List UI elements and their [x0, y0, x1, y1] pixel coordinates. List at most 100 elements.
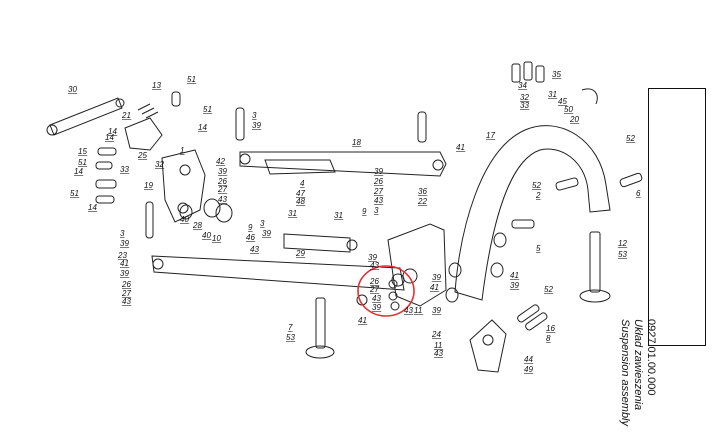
drawing-code: 0927.01.00.000 — [645, 319, 657, 396]
callout-41-87: 41 — [510, 271, 519, 280]
callout-27-57: 27 — [121, 289, 131, 298]
part-small-pins-left — [95, 147, 117, 204]
callout-3-30: 3 — [252, 111, 257, 120]
part-pins-right — [511, 172, 643, 229]
callout-3-23: 3 — [120, 229, 125, 238]
part-rocker-19 — [161, 149, 206, 223]
callout-35-74: 35 — [552, 70, 561, 79]
part-bracket-24 — [469, 319, 507, 373]
callout-43-58: 43 — [122, 297, 131, 306]
part-pins-top — [235, 107, 427, 143]
callout-1-16: 1 — [180, 146, 184, 155]
callout-29-47: 29 — [295, 249, 305, 258]
callout-24-94: 24 — [431, 330, 441, 339]
callout-15-7: 15 — [78, 147, 87, 156]
callout-39-31: 39 — [252, 121, 261, 130]
callout-31-45: 31 — [288, 209, 297, 218]
callout-33-10: 33 — [120, 165, 129, 174]
title-text: 0927.01.00.000 Układ zawieszenia Suspens… — [618, 319, 657, 426]
callout-43-96: 43 — [434, 349, 443, 358]
callout-39-37: 39 — [374, 167, 383, 176]
callout-51-17: 51 — [203, 105, 212, 114]
callout-3-43: 3 — [374, 206, 379, 215]
callout-14-12: 14 — [88, 203, 97, 212]
callout-52-82: 52 — [626, 134, 635, 143]
callout-40-19: 40 — [180, 215, 189, 224]
callout-18-32: 18 — [352, 138, 361, 147]
callout-43-29: 43 — [218, 195, 227, 204]
callout-11-95: 11 — [434, 341, 442, 350]
callout-39-70: 39 — [432, 306, 441, 315]
callout-25-13: 25 — [137, 151, 147, 160]
part-pins-16-8 — [517, 304, 548, 331]
callout-41-33: 41 — [456, 143, 465, 152]
callout-52-84: 52 — [532, 181, 541, 190]
callout-9-44: 9 — [362, 207, 367, 216]
part-post-7 — [305, 297, 335, 359]
highlight-circle — [357, 265, 415, 317]
part-bushes-39-right — [445, 232, 507, 303]
callout-52-91: 52 — [544, 285, 553, 294]
callout-26-56: 26 — [121, 280, 131, 289]
callout-27-28: 27 — [217, 185, 227, 194]
callout-51-3: 51 — [187, 75, 196, 84]
callout-14-6: 14 — [105, 133, 114, 142]
title-english: Suspension assembly — [619, 319, 631, 427]
callout-51-8: 51 — [78, 158, 87, 167]
callout-47-35: 47 — [296, 189, 305, 198]
callout-48-36: 48 — [296, 197, 305, 206]
part-outlines — [46, 61, 643, 373]
callout-39-67: 39 — [372, 303, 381, 312]
callout-53-90: 53 — [618, 250, 627, 259]
callout-8-93: 8 — [546, 334, 551, 343]
callout-36-41: 36 — [418, 187, 427, 196]
part-pin-left-lower — [145, 201, 154, 239]
callout-20-80: 20 — [569, 115, 579, 124]
callout-19-15: 19 — [144, 181, 153, 190]
title-polish: Układ zawieszenia — [632, 319, 644, 411]
callout-49-98: 49 — [524, 365, 533, 374]
callout-44-97: 44 — [524, 355, 533, 364]
callout-39-55: 39 — [120, 269, 129, 278]
callout-45-78: 45 — [558, 97, 567, 106]
callout-39-72: 39 — [432, 273, 441, 282]
part-post-12 — [579, 231, 611, 303]
callout-31-46: 31 — [334, 211, 343, 220]
title-block: 0927.01.00.000 Układ zawieszenia Suspens… — [619, 88, 706, 426]
callout-43-63: 43 — [370, 261, 379, 270]
callout-42-25: 42 — [216, 157, 225, 166]
part-bracket-21 — [124, 91, 181, 151]
callout-4-34: 4 — [300, 179, 305, 188]
callout-14-5: 14 — [108, 127, 117, 136]
callout-7-59: 7 — [288, 323, 293, 332]
callout-12-89: 12 — [618, 239, 627, 248]
callout-41-71: 41 — [430, 283, 439, 292]
callout-11-69: 11 — [414, 306, 422, 315]
callout-23-53: 23 — [117, 251, 127, 260]
callout-30-1: 30 — [68, 85, 77, 94]
callout-14-18: 14 — [198, 123, 207, 132]
callout-22-42: 22 — [417, 197, 427, 206]
callout-53-60: 53 — [286, 333, 295, 342]
callout-14-9: 14 — [74, 167, 83, 176]
callout-26-38: 26 — [373, 177, 383, 186]
callout-41-54: 41 — [120, 259, 129, 268]
callout-40-21: 40 — [202, 231, 211, 240]
callout-13-2: 13 — [152, 81, 161, 90]
part-frame-17 — [454, 125, 611, 301]
callout-39-52: 39 — [262, 229, 271, 238]
callout-43-50: 43 — [250, 245, 259, 254]
part-beam-18 — [239, 151, 447, 177]
callout-28-20: 28 — [192, 221, 202, 230]
callout-2-85: 2 — [535, 191, 541, 200]
callout-32-14: 32 — [155, 160, 164, 169]
callout-41-61: 41 — [358, 316, 367, 325]
callout-43-40: 43 — [374, 196, 383, 205]
callout-51-11: 51 — [70, 189, 79, 198]
callout-21-4: 21 — [121, 111, 131, 120]
callout-33-77: 33 — [520, 101, 529, 110]
callout-43-66: 43 — [372, 294, 381, 303]
callout-16-92: 16 — [546, 324, 555, 333]
